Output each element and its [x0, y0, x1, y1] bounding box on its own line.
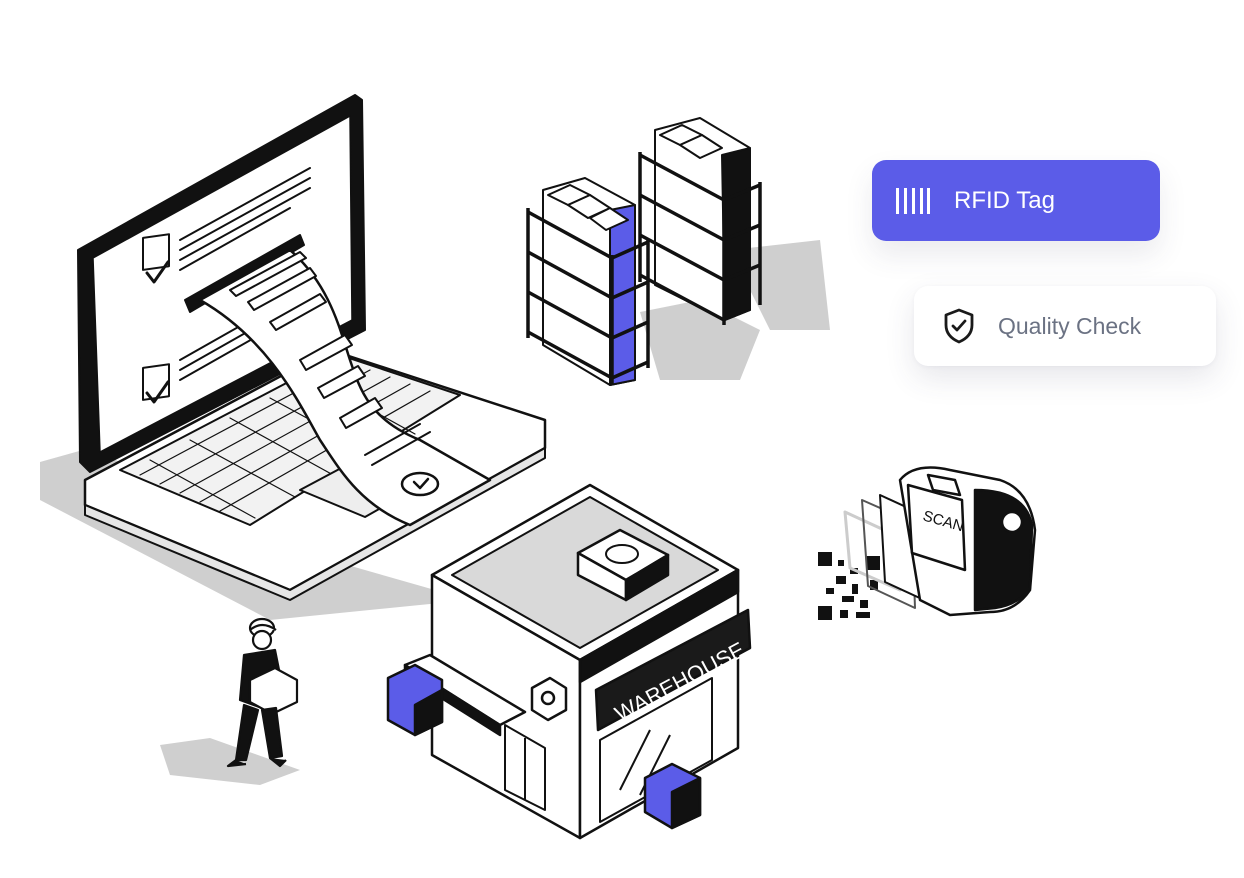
quality-check-card: Quality Check [914, 286, 1216, 366]
shield-check-icon [944, 308, 974, 344]
rfid-tag-label: RFID Tag [954, 186, 1055, 214]
barcode-icon [896, 187, 930, 214]
qr-scanner: SCAN [818, 466, 1037, 620]
approved-stamp-icon [400, 471, 440, 497]
warehouse-worker [226, 617, 299, 768]
receipt [184, 234, 492, 527]
warehouse-building: WAREHOUSE [386, 483, 752, 840]
checkbox-icon [142, 233, 170, 284]
shelving-units [526, 117, 762, 386]
rfid-tag-card: RFID Tag [872, 160, 1160, 241]
shelf-left [526, 177, 650, 386]
shelf-right [638, 117, 762, 325]
checkbox-icon [142, 363, 170, 404]
quality-check-label: Quality Check [998, 312, 1142, 339]
